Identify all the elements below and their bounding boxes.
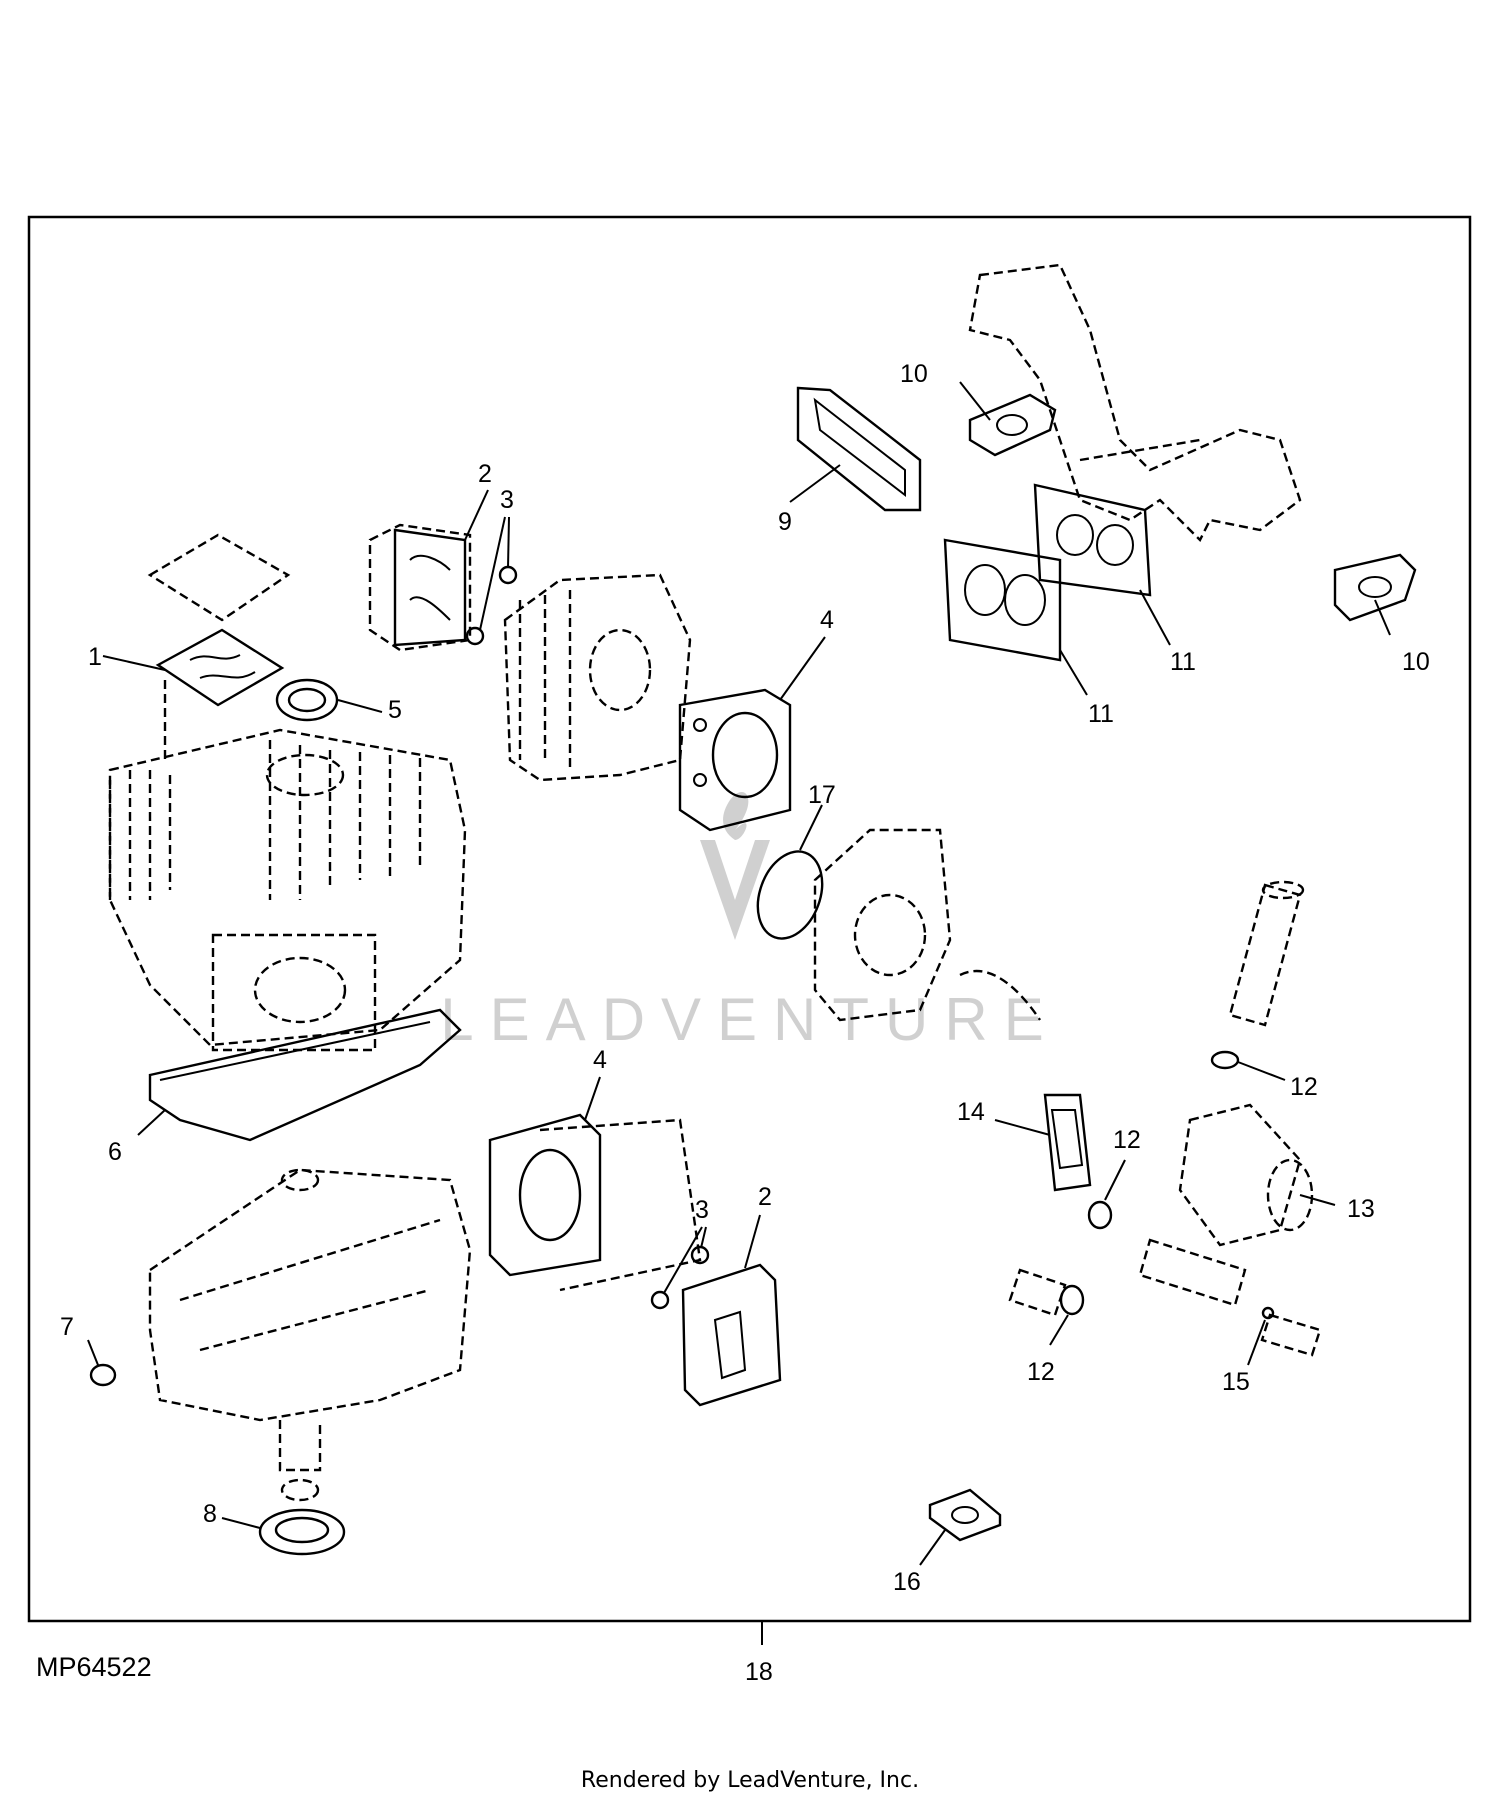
render-credit: Rendered by LeadVenture, Inc.	[580, 1768, 920, 1793]
callout-17: 17	[808, 781, 836, 809]
part-12-upper-o-ring	[1210, 1050, 1240, 1070]
callout-4-upper: 4	[820, 606, 834, 634]
part-9-intake-gasket	[796, 386, 922, 512]
part-17-o-ring	[756, 850, 824, 940]
watermark-text: LEADVENTURE	[440, 986, 1059, 1053]
intake-manifold-phantom	[968, 263, 1302, 543]
callout-6: 6	[108, 1138, 122, 1166]
callout-1: 1	[88, 643, 102, 671]
part-11-lower-manifold-gasket	[943, 538, 1062, 662]
part-4-upper-head-gasket	[678, 688, 792, 832]
leadventure-watermark-logo: LEADVENTURE	[440, 791, 1059, 1053]
callout-10-lower: 10	[1402, 648, 1430, 676]
callout-11-lower: 11	[1088, 700, 1114, 728]
callout-12-lower: 12	[1027, 1358, 1055, 1386]
callout-3-upper: 3	[500, 486, 514, 514]
callout-8: 8	[203, 1500, 217, 1528]
leader-lines	[87, 381, 1391, 1566]
part-8-oil-seal	[258, 1508, 346, 1556]
part-2-lower-rocker-gasket	[681, 1263, 782, 1407]
callout-16: 16	[893, 1568, 921, 1596]
callout-14: 14	[957, 1098, 985, 1126]
part-2-upper-rocker-gasket	[368, 523, 472, 652]
callout-numbers: 1 2 3 2 3 4 4 5 6 7 8 9 10 10 11 11 12 1…	[60, 360, 1430, 1686]
figure-id: MP64522	[36, 1652, 152, 1682]
callout-2-upper: 2	[478, 460, 492, 488]
oil-filler-tube-phantom	[1228, 880, 1305, 1027]
callout-4-lower: 4	[593, 1046, 607, 1074]
callout-10-upper: 10	[900, 360, 928, 388]
part-1-top-gasket	[147, 533, 291, 707]
part-10-upper-manifold-gasket	[968, 393, 1057, 457]
callout-9: 9	[778, 508, 792, 536]
callout-7: 7	[60, 1313, 74, 1341]
lower-right-cylinder-head-phantom	[813, 828, 1041, 1022]
callout-13: 13	[1347, 1195, 1375, 1223]
part-16-gasket	[928, 1488, 1002, 1542]
callout-15: 15	[1222, 1368, 1250, 1396]
part-12-lower-o-ring	[1059, 1284, 1085, 1316]
callout-5: 5	[388, 696, 402, 724]
part-13-oil-filter-phantom	[1178, 1103, 1314, 1247]
callout-11-upper: 11	[1170, 648, 1196, 676]
part-6-crankcase-gasket	[148, 1008, 462, 1142]
part-7-drain-plug	[89, 1363, 117, 1387]
callout-12-upper: 12	[1290, 1073, 1318, 1101]
part-5-seal	[275, 678, 339, 722]
oil-fittings-phantom	[1008, 1238, 1322, 1357]
callout-3-lower: 3	[695, 1196, 709, 1224]
part-10-lower-manifold-gasket	[1333, 553, 1417, 622]
callout-18: 18	[745, 1658, 773, 1686]
callout-12-middle: 12	[1113, 1126, 1141, 1154]
upper-cylinder-head-phantom	[503, 573, 692, 782]
cylinder-block-phantom	[108, 680, 467, 1052]
part-3-lower-nuts	[650, 1245, 710, 1310]
oil-pan-phantom	[148, 1168, 472, 1502]
part-4-lower-head-gasket	[488, 1113, 702, 1292]
part-14-gasket	[1043, 1093, 1092, 1192]
part-15-screw	[1261, 1306, 1275, 1320]
diagram-border	[27, 215, 1472, 1623]
part-11-upper-manifold-gasket	[1033, 483, 1152, 597]
callout-2-lower: 2	[758, 1183, 772, 1211]
part-12-middle-o-ring	[1087, 1200, 1113, 1230]
